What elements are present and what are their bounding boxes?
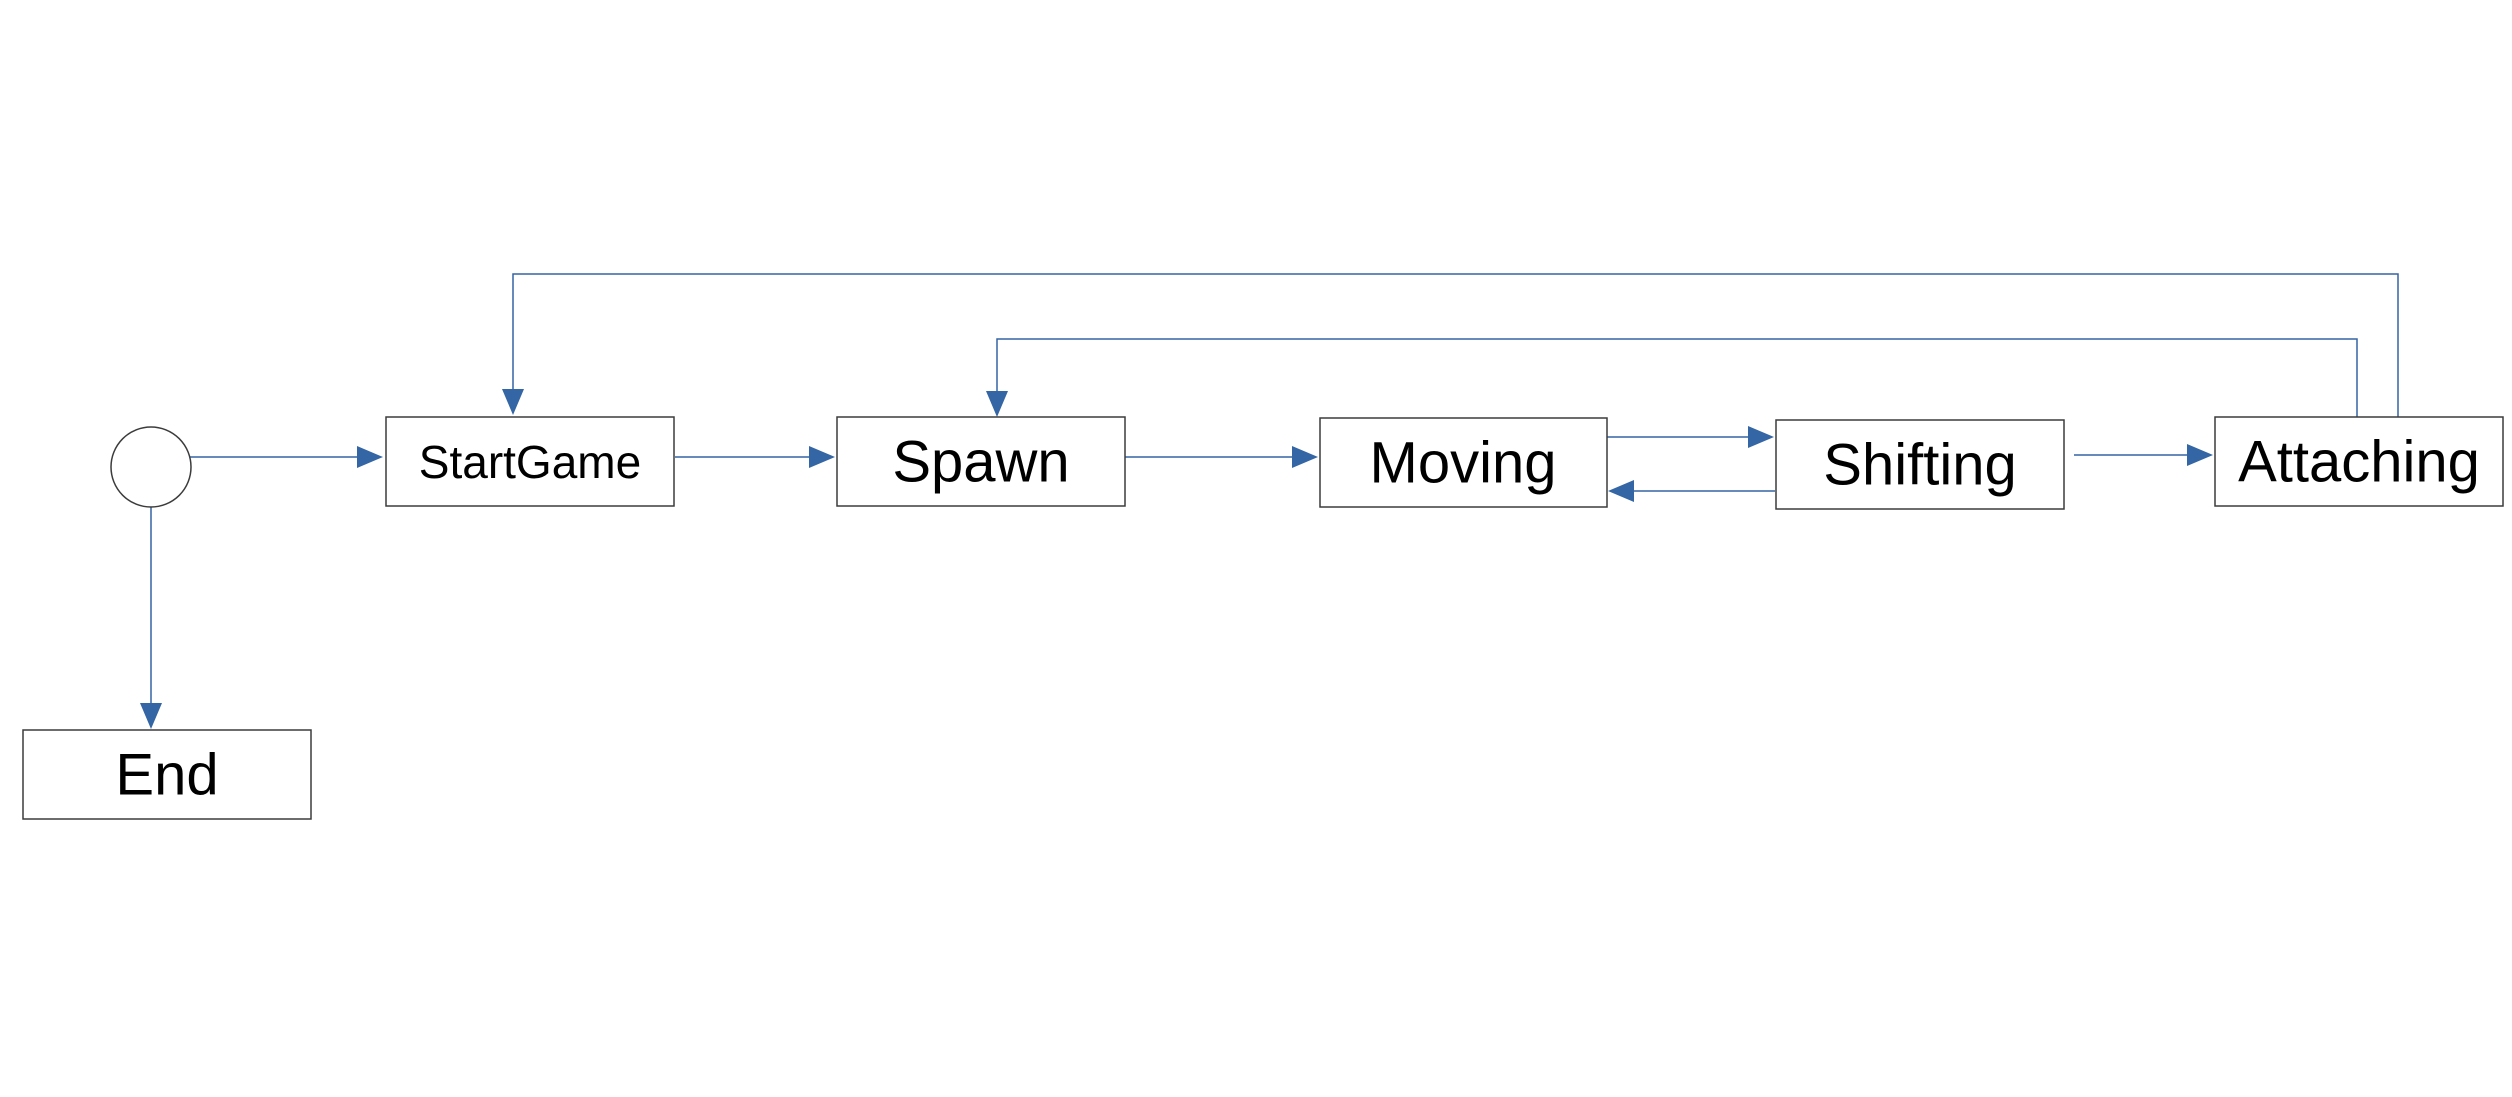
nodes: StartGame Spawn Moving Shifting Attachin… [22, 416, 2504, 820]
node-attaching-label: Attaching [2238, 430, 2480, 495]
node-shifting-label: Shifting [1823, 433, 2016, 498]
edges [140, 273, 2399, 729]
node-moving[interactable]: Moving [1319, 417, 1608, 508]
edge-shifting-to-moving [1608, 480, 1775, 502]
node-spawn[interactable]: Spawn [836, 416, 1126, 507]
edge-shifting-to-attaching [2074, 444, 2213, 466]
edge-moving-to-shifting [1607, 426, 1774, 448]
node-shifting[interactable]: Shifting [1775, 419, 2065, 510]
node-spawn-label: Spawn [892, 430, 1069, 495]
edge-spawn-to-moving [1124, 446, 1318, 468]
edge-attaching-to-spawn [986, 338, 2358, 417]
start-node[interactable] [110, 426, 192, 508]
node-startgame[interactable]: StartGame [385, 416, 675, 507]
node-attaching[interactable]: Attaching [2214, 416, 2504, 507]
start-circle-icon [110, 426, 192, 508]
node-end[interactable]: End [22, 729, 312, 820]
edge-start-to-startgame [190, 446, 383, 468]
node-moving-label: Moving [1370, 431, 1557, 496]
node-startgame-label: StartGame [419, 436, 641, 488]
node-end-label: End [115, 743, 218, 808]
edge-startgame-to-spawn [675, 446, 835, 468]
edge-start-to-end [140, 507, 162, 729]
edge-attaching-to-startgame [502, 273, 2399, 417]
